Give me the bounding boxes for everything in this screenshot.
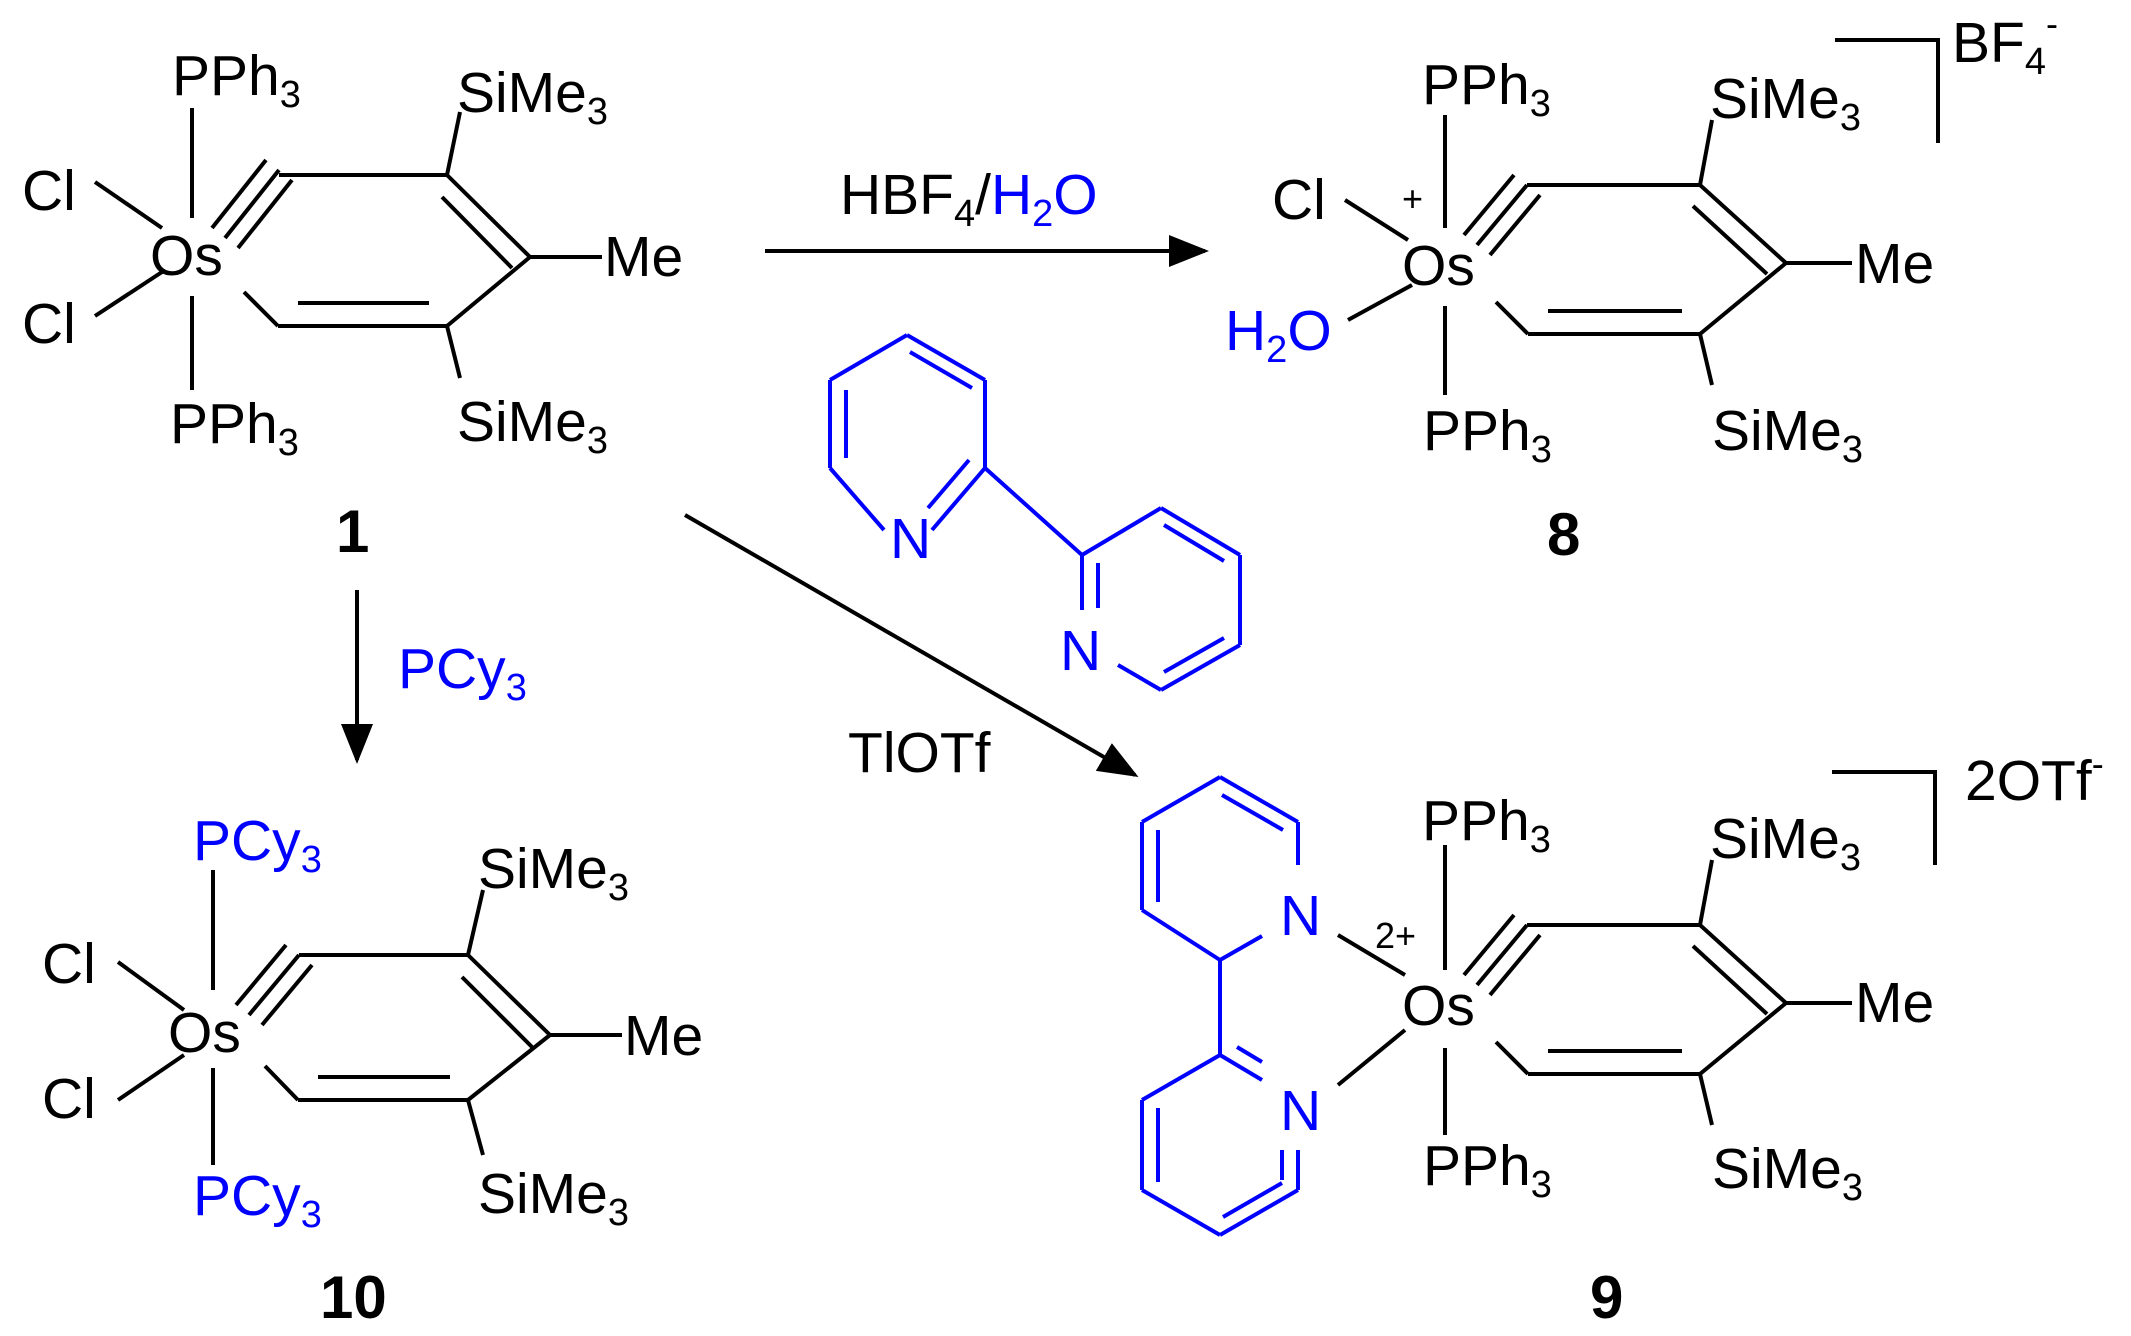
compound-9-pph3-top: PPh3 <box>1422 789 1551 861</box>
compound-8-water: H2O <box>1225 299 1332 371</box>
compound-8-simes-top: SiMe3 <box>1710 67 1861 139</box>
compound-9-os: Os <box>1402 974 1475 1038</box>
compound-8-cl: Cl <box>1272 168 1326 232</box>
compound-10-cl-bottom: Cl <box>42 1067 96 1131</box>
compound-9: N N 2+ Os PPh3 PPh3 SiMe3 Me SiMe3 2OTf-… <box>1140 743 2104 1331</box>
compound-8-me: Me <box>1855 232 1934 296</box>
arrow-to-9 <box>683 513 1139 778</box>
compound-1-simes-top: SiMe3 <box>457 61 608 133</box>
compound-8-counterion: BF4- <box>1952 3 2058 83</box>
compound-1: PPh3 Cl Os Cl PPh3 SiMe3 Me SiMe3 1 <box>22 44 683 565</box>
compound-10-cl-top: Cl <box>42 932 96 996</box>
compound-10-pcy3-top: PCy3 <box>193 809 322 881</box>
compound-8-os: Os <box>1402 234 1475 298</box>
compound-9-number: 9 <box>1590 1264 1623 1331</box>
bipyridine-n1: N <box>890 507 931 571</box>
compound-8-pph3-bottom: PPh3 <box>1423 399 1552 471</box>
compound-9-n-bottom: N <box>1280 1079 1321 1143</box>
compound-1-pph3-bottom: PPh3 <box>170 392 299 464</box>
compound-10-me: Me <box>624 1004 703 1068</box>
compound-1-cl-bottom: Cl <box>22 292 76 356</box>
compound-1-simes-bottom: SiMe3 <box>457 390 608 462</box>
compound-8-pph3-top: PPh3 <box>1422 53 1551 125</box>
compound-1-pph3-top: PPh3 <box>172 44 301 116</box>
compound-1-os: Os <box>150 224 223 288</box>
reagent-pcy3: PCy3 <box>398 637 527 709</box>
compound-9-pph3-bottom: PPh3 <box>1423 1134 1552 1206</box>
compound-10-os: Os <box>168 1001 241 1065</box>
compound-10-pcy3-bottom: PCy3 <box>193 1164 322 1236</box>
reaction-arrows <box>341 235 1209 778</box>
compound-9-charge: 2+ <box>1375 915 1416 956</box>
compound-9-simes-bottom: SiMe3 <box>1712 1137 1863 1209</box>
compound-9-simes-top: SiMe3 <box>1710 807 1861 879</box>
compound-8: PPh3 Cl + Os H2O PPh3 SiMe3 Me SiMe3 BF4… <box>1225 3 2058 568</box>
compound-10-simes-bottom: SiMe3 <box>478 1162 629 1234</box>
compound-1-number: 1 <box>336 498 369 565</box>
compound-8-simes-bottom: SiMe3 <box>1712 399 1863 471</box>
compound-9-counterion: 2OTf- <box>1965 743 2104 813</box>
compound-1-cl-top: Cl <box>22 159 76 223</box>
bipyridine-n2: N <box>1060 619 1101 683</box>
reagent-hbf4-water: HBF4/H2O <box>840 163 1098 235</box>
compound-8-charge: + <box>1402 178 1423 219</box>
compound-10-number: 10 <box>320 1264 387 1331</box>
compound-10: PCy3 Cl Os Cl PCy3 SiMe3 Me SiMe3 10 <box>42 809 703 1331</box>
compound-9-bipyridine-bonds <box>1140 775 1300 1237</box>
compound-8-number: 8 <box>1547 501 1580 568</box>
compound-10-simes-top: SiMe3 <box>478 837 629 909</box>
reagent-tlotf: TlOTf <box>848 721 991 785</box>
compound-9-n-top: N <box>1280 884 1321 948</box>
reagent-bipyridine: N N <box>828 333 1242 692</box>
compound-9-me: Me <box>1855 971 1934 1035</box>
compound-1-me: Me <box>604 225 683 289</box>
compound-1-bonds <box>93 108 602 390</box>
